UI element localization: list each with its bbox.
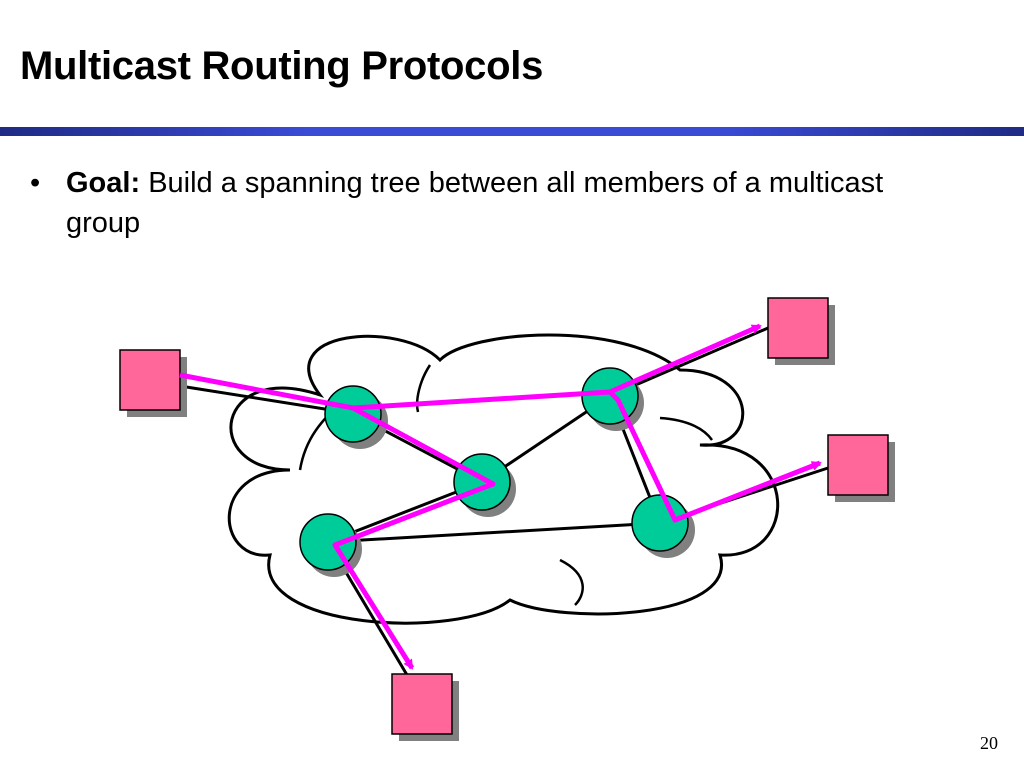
bullet-text: Build a spanning tree between all member… — [66, 167, 884, 239]
link-router-d-router-e — [327, 521, 661, 544]
host-top-right — [767, 297, 835, 365]
bullet-marker: • — [30, 167, 41, 199]
tree-path-to-bottom — [332, 405, 496, 670]
page-number: 20 — [980, 733, 998, 753]
host-bottom — [391, 673, 459, 741]
title-divider — [0, 127, 1024, 136]
bullet-content: Goal: Build a spanning tree between all … — [66, 163, 930, 243]
bullet-list: • Goal: Build a spanning tree between al… — [30, 163, 930, 243]
tree-path-to-top-right — [179, 323, 762, 411]
spanning-tree — [179, 323, 822, 670]
hosts — [119, 297, 895, 741]
host-left — [119, 349, 187, 417]
tree-path-to-right — [608, 390, 822, 523]
bullet-label: Goal: — [66, 167, 141, 199]
host-right — [827, 434, 895, 502]
slide-title: Multicast Routing Protocols — [20, 44, 544, 88]
link-host-left-router-a — [179, 384, 351, 415]
bullet-item-goal: • Goal: Build a spanning tree between al… — [30, 163, 930, 243]
